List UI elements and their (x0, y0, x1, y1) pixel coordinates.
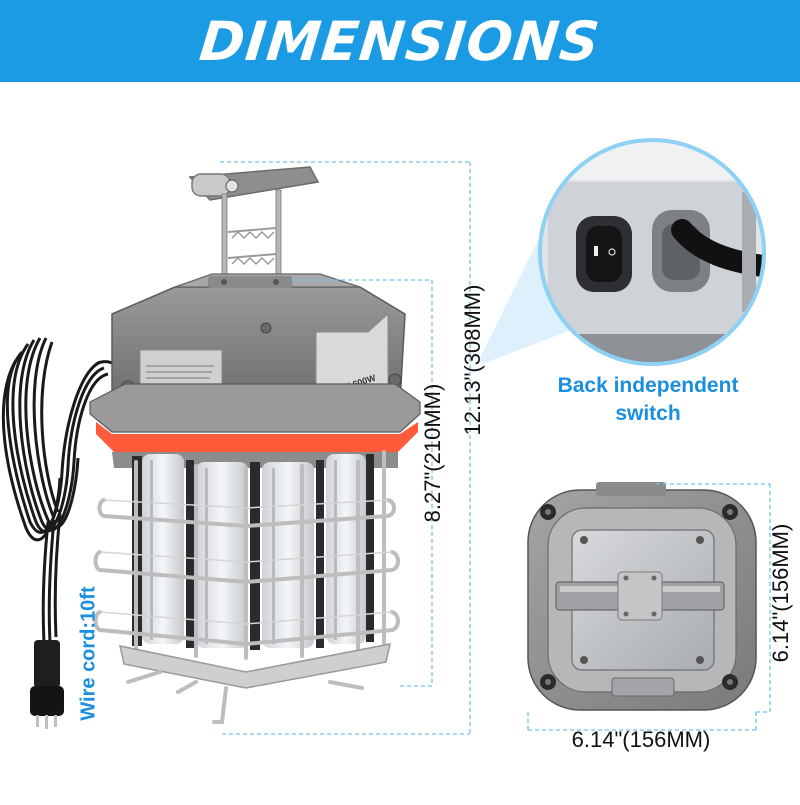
base-depth-label: 6.14"(156MM) (768, 523, 793, 663)
page-title: DIMENSIONS (196, 9, 604, 73)
wire-cord-label: Wire cord:10ft (77, 586, 100, 721)
body-height-label: 8.27"(210MM) (420, 383, 445, 523)
product-scene: MAX 600W (0, 82, 800, 800)
work-light-lamp: MAX 600W (89, 166, 421, 724)
base-width-label: 6.14"(156MM) (571, 727, 711, 752)
wire-cord (1, 337, 127, 643)
dimension-lines-base (527, 483, 771, 731)
power-plug (30, 640, 64, 729)
header-banner: DIMENSIONS (0, 0, 800, 82)
switch-callout-zoom (480, 138, 766, 366)
base-bottom-view (527, 482, 757, 711)
total-height-label: 12.13"(308MM) (460, 284, 485, 436)
product-illustration: MAX 600W (1, 138, 771, 735)
callout-line-2: switch (615, 402, 681, 425)
switch-callout-text: Back independent switch (528, 372, 768, 428)
callout-line-1: Back independent (557, 374, 739, 397)
dimension-lines-lamp (220, 161, 471, 735)
